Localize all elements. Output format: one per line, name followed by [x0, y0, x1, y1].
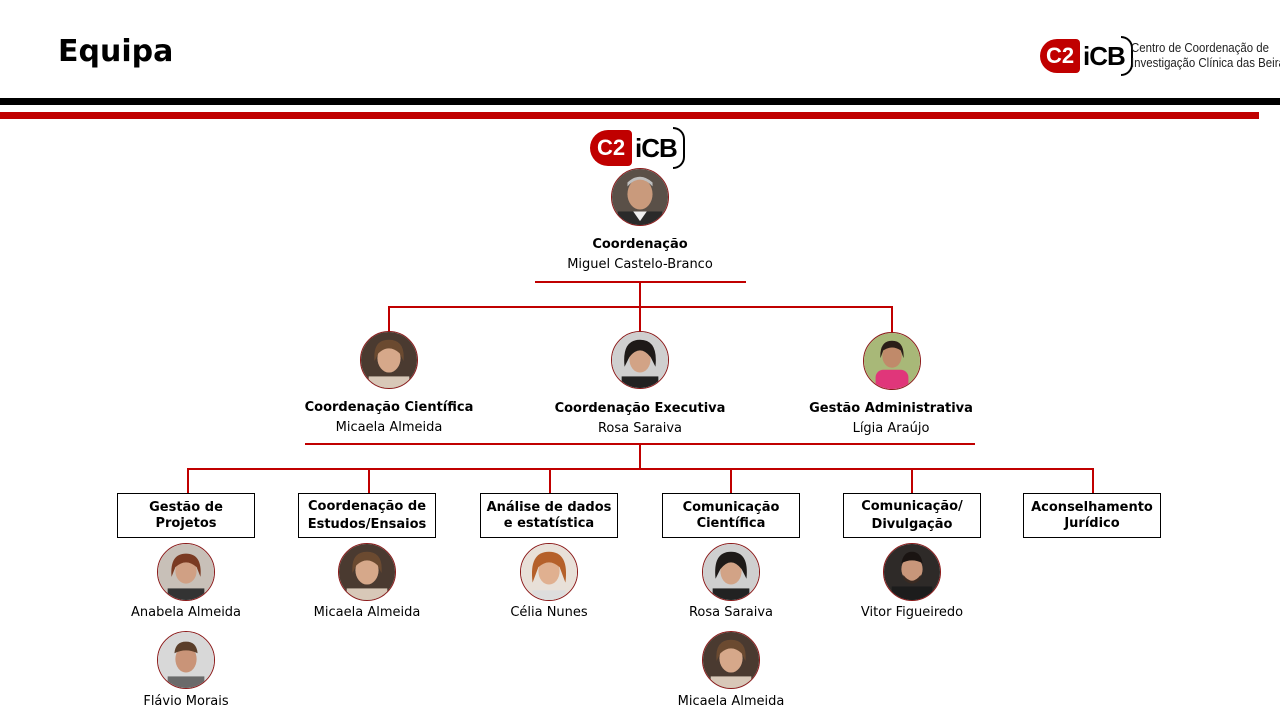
role-coordenacao: Coordenação	[592, 237, 688, 252]
role-gestao-administrativa: Gestão Administrativa	[809, 401, 973, 416]
role-coordenacao-executiva: Coordenação Executiva	[554, 401, 726, 416]
logo-text-line1: Centro de Coordenação de	[1131, 40, 1270, 55]
avatar-unit-person	[338, 543, 396, 601]
avatar-coordenacao-executiva	[611, 331, 669, 389]
c2icb-logo: C2 iCB	[1040, 36, 1133, 76]
connector	[1092, 468, 1094, 494]
connector	[187, 468, 189, 494]
unit-title-line1: Coordenação de	[307, 498, 427, 514]
connector	[730, 468, 732, 494]
avatar-coordenacao-cientifica	[360, 331, 418, 389]
connector	[639, 306, 641, 332]
unit-title-line1: Comunicação/	[861, 498, 963, 514]
unit-title-line1: Gestão de	[149, 499, 223, 515]
unit-person-name: Micaela Almeida	[313, 605, 421, 620]
unit-person-name: Vitor Figueiredo	[860, 605, 964, 620]
connector	[911, 468, 913, 494]
avatar-unit-person	[702, 631, 760, 689]
unit-person-name: Micaela Almeida	[677, 694, 785, 709]
header-divider-black	[0, 98, 1280, 105]
logo-mark-left: C2	[1040, 39, 1080, 73]
unit-title-line2: Projetos	[155, 515, 217, 531]
connector	[388, 306, 390, 332]
avatar-unit-person	[157, 543, 215, 601]
avatar-coordenacao	[611, 168, 669, 226]
name-coordenacao-executiva: Rosa Saraiva	[597, 421, 683, 436]
page-title: Equipa	[58, 34, 174, 69]
logo-mark-left: C2	[590, 130, 632, 166]
name-coordenacao-cientifica: Micaela Almeida	[335, 420, 443, 435]
unit-title-line2: Jurídico	[1064, 515, 1120, 531]
connector	[639, 444, 641, 469]
unit-person-name: Rosa Saraiva	[688, 605, 774, 620]
unit-title-line2: Estudos/Ensaios	[307, 516, 427, 532]
logo-mark-right: iCB	[635, 132, 678, 163]
unit-title-line1: Comunicação	[682, 499, 780, 515]
unit-person-name: Célia Nunes	[510, 605, 588, 620]
unit-person-name: Anabela Almeida	[130, 605, 242, 620]
unit-comunicacao-divulgacao: Comunicação/Divulgação	[843, 493, 981, 538]
unit-coordenacao-estudos: Coordenação de Estudos/Ensaios	[298, 493, 436, 538]
unit-title-line1: Análise de dados	[486, 499, 612, 515]
connector	[639, 282, 641, 307]
logo-text-line2: Investigação Clínica das Beiras	[1131, 55, 1280, 70]
unit-title-line2: Divulgação	[871, 516, 953, 532]
connector	[368, 468, 370, 494]
c2icb-logo-center: C2 iCB	[590, 127, 685, 169]
role-coordenacao-cientifica: Coordenação Científica	[304, 400, 474, 415]
unit-title-line1: Aconselhamento	[1031, 499, 1153, 515]
avatar-unit-person	[883, 543, 941, 601]
avatar-unit-person	[702, 543, 760, 601]
logo-arc	[672, 127, 685, 169]
avatar-unit-person	[157, 631, 215, 689]
connector	[187, 468, 1094, 470]
connector	[549, 468, 551, 494]
logo-text: Centro de Coordenação de Investigação Cl…	[1131, 40, 1280, 70]
avatar-unit-person	[520, 543, 578, 601]
logo-mark-right: iCB	[1083, 40, 1126, 71]
unit-person-name: Flávio Morais	[143, 694, 229, 709]
name-coordenacao: Miguel Castelo-Branco	[567, 257, 713, 272]
unit-title-line2: Científica	[696, 515, 766, 531]
header-divider-red	[0, 112, 1259, 119]
connector	[891, 306, 893, 332]
avatar-gestao-administrativa	[863, 332, 921, 390]
name-gestao-administrativa: Lígia Araújo	[852, 421, 930, 436]
unit-title-line2: e estatística	[503, 515, 595, 531]
